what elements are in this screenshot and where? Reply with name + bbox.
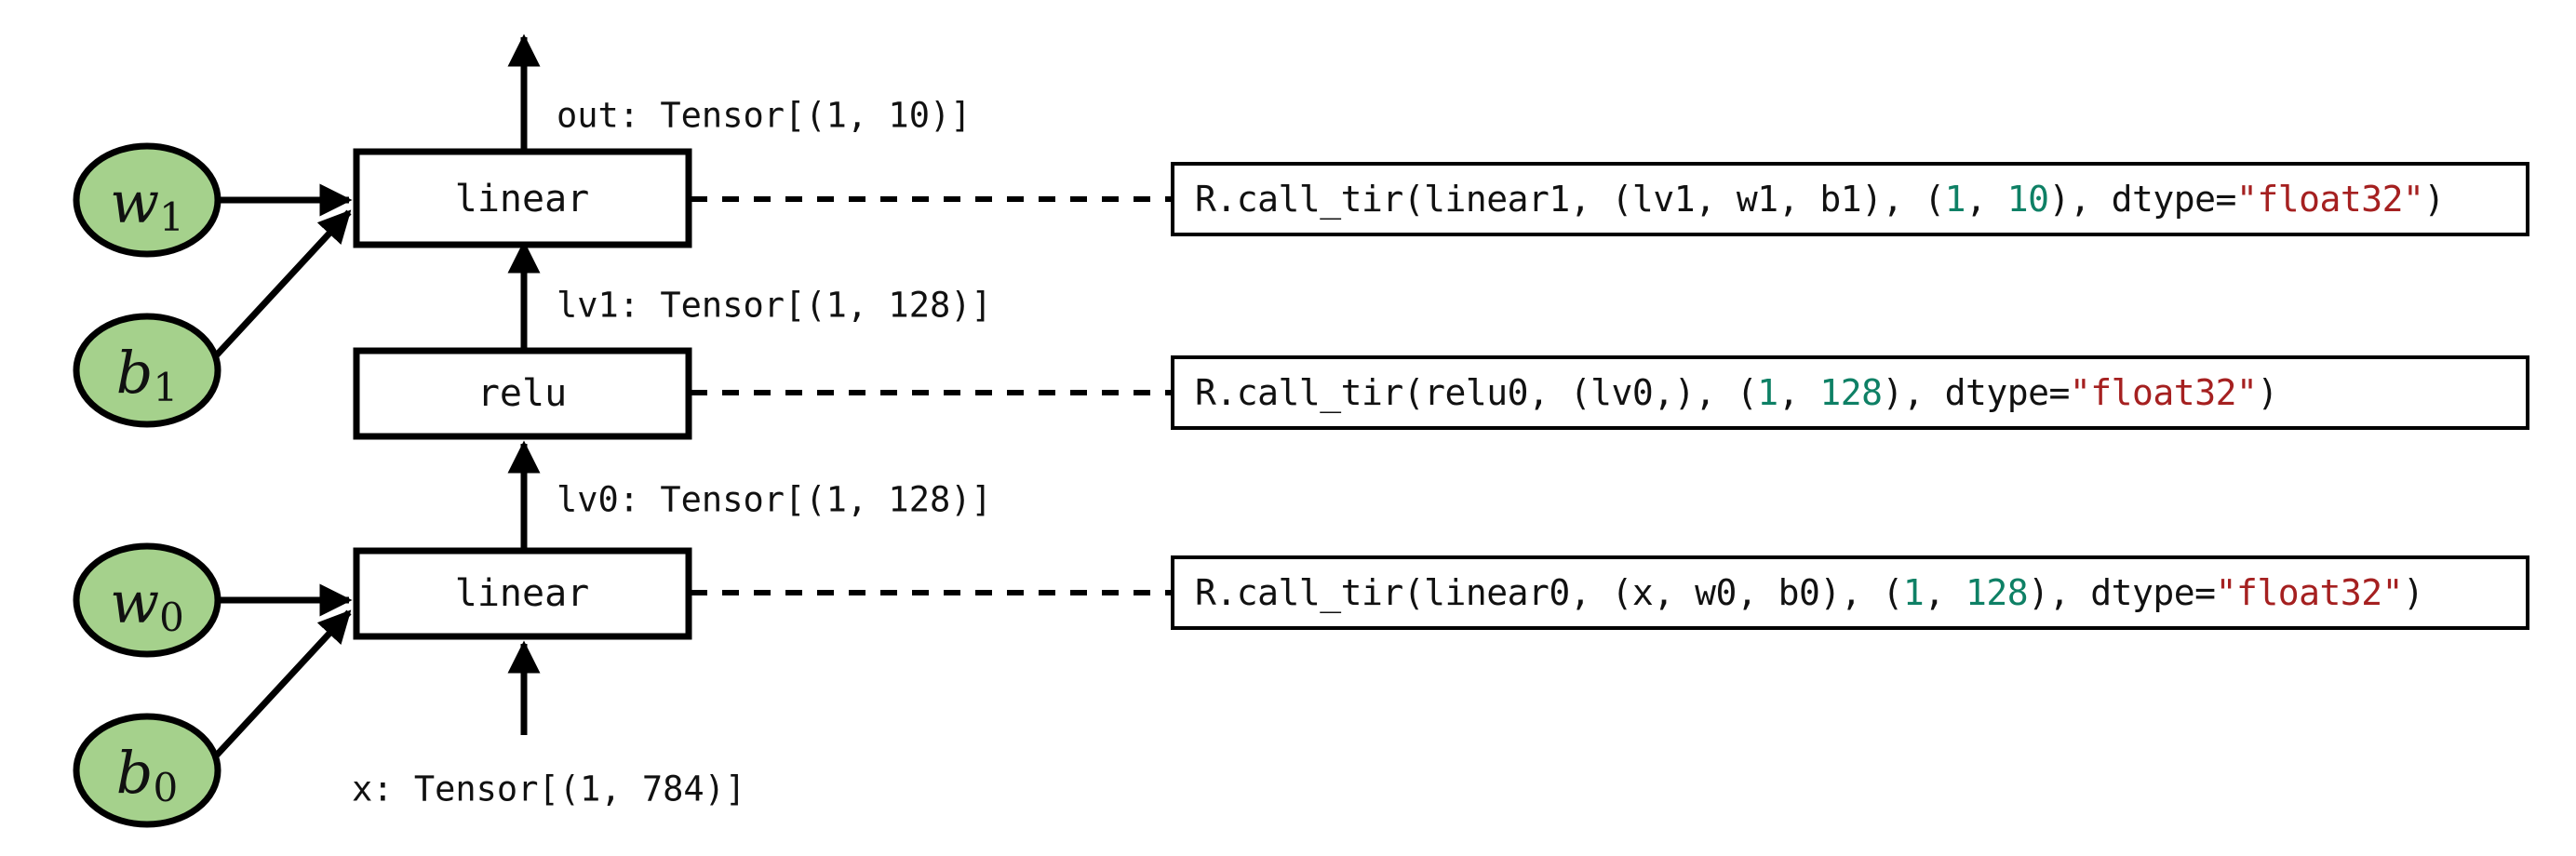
- param-label-b1: b1: [116, 339, 178, 410]
- code-text-call-linear1: R.call_tir(linear1, (lv1, w1, b1), (1, 1…: [1195, 179, 2445, 220]
- code-token-plain: ): [2423, 179, 2445, 220]
- param-ellipse-w0: [73, 542, 221, 658]
- code-token-num: 1: [1944, 179, 1966, 220]
- code-token-str: "float32": [2069, 372, 2258, 413]
- param-sub-w1: 1: [159, 194, 184, 240]
- edge-label-x: x: Tensor[(1, 784)]: [352, 769, 745, 809]
- code-token-plain: ): [2402, 572, 2424, 613]
- code-token-num: 10: [2006, 179, 2049, 220]
- operator-label-linear1: linear: [455, 178, 590, 221]
- operator-box-linear1: [353, 148, 692, 248]
- param-base-w1: w: [110, 168, 159, 236]
- operator-box-relu0: [353, 347, 692, 440]
- code-token-num: 128: [1819, 372, 1883, 413]
- param-base-b0: b: [116, 739, 154, 807]
- code-token-plain: R.call_tir(relu0, (lv0,), (: [1195, 372, 1758, 413]
- code-token-str: "float32": [2235, 179, 2424, 220]
- code-box-call-linear1[interactable]: R.call_tir(linear1, (lv1, w1, b1), (1, 1…: [1171, 162, 2529, 236]
- param-label-w1: w1: [110, 168, 184, 240]
- param-sub-w0: 0: [159, 595, 184, 640]
- code-token-num: 1: [1902, 572, 1925, 613]
- code-token-plain: ,: [1966, 179, 2007, 220]
- code-token-plain: ,: [1778, 372, 1820, 413]
- code-token-num: 1: [1757, 372, 1778, 413]
- code-text-call-relu0: R.call_tir(relu0, (lv0,), (1, 128), dtyp…: [1195, 372, 2278, 413]
- param-ellipse-w1: [73, 142, 221, 258]
- code-token-plain: ,: [1924, 572, 1966, 613]
- code-text-call-linear0: R.call_tir(linear0, (x, w0, b0), (1, 128…: [1195, 572, 2424, 613]
- code-token-plain: R.call_tir(linear0, (x, w0, b0), (: [1195, 572, 1903, 613]
- param-sub-b1: 1: [153, 365, 178, 410]
- param-label-w0: w0: [110, 568, 184, 640]
- edge-label-lv1: lv1: Tensor[(1, 128)]: [557, 286, 992, 326]
- param-base-b1: b: [116, 339, 154, 407]
- param-ellipse-b0: [73, 713, 221, 828]
- edge-b0-to-linear0: [207, 609, 352, 766]
- operator-node-relu0[interactable]: relu: [353, 347, 692, 440]
- code-token-num: 128: [1966, 572, 2029, 613]
- param-node-b1[interactable]: b1: [73, 313, 221, 428]
- edge-b1-to-linear1: [207, 209, 352, 366]
- code-token-plain: ), dtype=: [2048, 179, 2237, 220]
- param-ellipse-b1: [73, 313, 221, 428]
- edge-label-out: out: Tensor[(1, 10)]: [557, 96, 972, 136]
- param-sub-b0: 0: [153, 765, 178, 810]
- operator-label-linear0: linear: [455, 572, 590, 615]
- code-token-plain: ), dtype=: [1882, 372, 2071, 413]
- code-token-plain: R.call_tir(linear1, (lv1, w1, b1), (: [1195, 179, 1945, 220]
- param-node-w0[interactable]: w0: [73, 542, 221, 658]
- operator-box-linear0: [353, 547, 692, 640]
- operator-node-linear1[interactable]: linear: [353, 148, 692, 248]
- code-token-plain: ), dtype=: [2028, 572, 2216, 613]
- code-token-plain: ): [2257, 372, 2278, 413]
- code-box-call-relu0[interactable]: R.call_tir(relu0, (lv0,), (1, 128), dtyp…: [1171, 355, 2529, 430]
- param-node-w1[interactable]: w1: [73, 142, 221, 258]
- operator-label-relu0: relu: [477, 372, 567, 415]
- code-token-str: "float32": [2215, 572, 2404, 613]
- param-base-w0: w: [110, 568, 159, 636]
- code-box-call-linear0[interactable]: R.call_tir(linear0, (x, w0, b0), (1, 128…: [1171, 555, 2529, 630]
- operator-node-linear0[interactable]: linear: [353, 547, 692, 640]
- edge-label-lv0: lv0: Tensor[(1, 128)]: [557, 480, 992, 520]
- param-label-b0: b0: [116, 739, 178, 810]
- param-node-b0[interactable]: b0: [73, 713, 221, 828]
